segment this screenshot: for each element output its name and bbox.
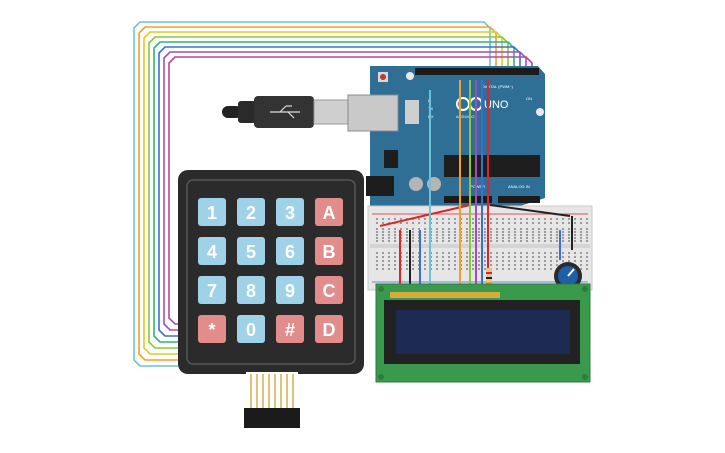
keypad-key-8[interactable]: 8 — [237, 276, 265, 304]
usb-b-port — [347, 94, 399, 132]
keypad-keys: 1 2 3 A 4 5 6 B 7 8 9 C * 0 # D — [198, 198, 343, 343]
keypad-key-0[interactable]: 0 — [237, 315, 265, 343]
usb-plug-metal — [313, 99, 351, 125]
keypad-key-4[interactable]: 4 — [198, 237, 226, 265]
digital-header — [415, 68, 539, 75]
keypad-key-3[interactable]: 3 — [276, 198, 304, 226]
breadboard-holes — [376, 218, 588, 270]
key-label: 8 — [246, 281, 256, 301]
breadboard-wires — [379, 80, 573, 292]
lcd-pin-header — [390, 292, 500, 298]
regulator — [384, 150, 398, 168]
crystal — [405, 100, 419, 124]
key-label: B — [323, 242, 336, 262]
reset-button-cap-icon — [380, 74, 386, 80]
lcd-16x2 — [375, 283, 591, 383]
key-label: 3 — [285, 203, 295, 223]
keypad-key-2[interactable]: 2 — [237, 198, 265, 226]
key-label: 9 — [285, 281, 295, 301]
keypad-key-1[interactable]: 1 — [198, 198, 226, 226]
power-jack — [366, 176, 394, 196]
key-label: C — [323, 281, 336, 301]
key-label: 2 — [246, 203, 256, 223]
mount-hole — [536, 108, 544, 116]
wire-5v — [379, 204, 471, 227]
key-label: 1 — [207, 203, 217, 223]
keypad-frame — [186, 179, 356, 365]
key-label: 4 — [207, 242, 217, 262]
potentiometer[interactable] — [554, 262, 582, 290]
keypad-key-9[interactable]: 9 — [276, 276, 304, 304]
keypad-wires — [133, 21, 533, 367]
key-label: 7 — [207, 281, 217, 301]
power-label: POWER — [470, 184, 485, 189]
resistor — [486, 268, 492, 288]
keypad-key-5[interactable]: 5 — [237, 237, 265, 265]
keypad-key-A[interactable]: A — [315, 198, 343, 226]
lcd-screen — [396, 310, 570, 354]
keypad-4x4: 1 2 3 A 4 5 6 B 7 8 9 C * 0 # D — [178, 170, 364, 428]
keypad-connector — [244, 408, 300, 428]
key-label: D — [323, 320, 336, 340]
usb-icon — [270, 105, 300, 119]
keypad-key-B[interactable]: B — [315, 237, 343, 265]
keypad-ribbon — [246, 372, 298, 408]
keypad-key-7[interactable]: 7 — [198, 276, 226, 304]
keypad-key-*[interactable]: * — [198, 315, 226, 343]
key-label: 5 — [246, 242, 256, 262]
capacitor — [409, 177, 423, 191]
breadboard-channel — [370, 244, 590, 248]
keypad-key-D[interactable]: D — [315, 315, 343, 343]
keypad-key-#[interactable]: # — [276, 315, 304, 343]
usb-strain-relief — [238, 101, 256, 123]
keypad-key-C[interactable]: C — [315, 276, 343, 304]
power-header — [444, 196, 492, 203]
analog-label: ANALOG IN — [508, 184, 530, 189]
arduino-uno-board: DIGITAL (PWM~) UNO ARDUINO L TX RX ON PO… — [347, 66, 545, 206]
key-label: A — [323, 203, 336, 223]
key-label: # — [285, 320, 295, 340]
usb-cable — [222, 96, 351, 128]
on-label: ON — [526, 96, 532, 101]
key-label: * — [208, 320, 215, 340]
keypad-wire — [168, 56, 533, 325]
model-label: UNO — [484, 99, 509, 111]
usb-cable-end — [222, 106, 242, 118]
analog-header — [498, 196, 540, 203]
atmega-chip — [444, 155, 540, 177]
key-label: 0 — [246, 320, 256, 340]
key-label: 6 — [285, 242, 295, 262]
keypad-key-6[interactable]: 6 — [276, 237, 304, 265]
digital-label: DIGITAL (PWM~) — [482, 84, 514, 89]
wire-gnd — [489, 204, 571, 217]
brand-label: ARDUINO — [456, 114, 474, 119]
mount-hole — [406, 72, 414, 80]
